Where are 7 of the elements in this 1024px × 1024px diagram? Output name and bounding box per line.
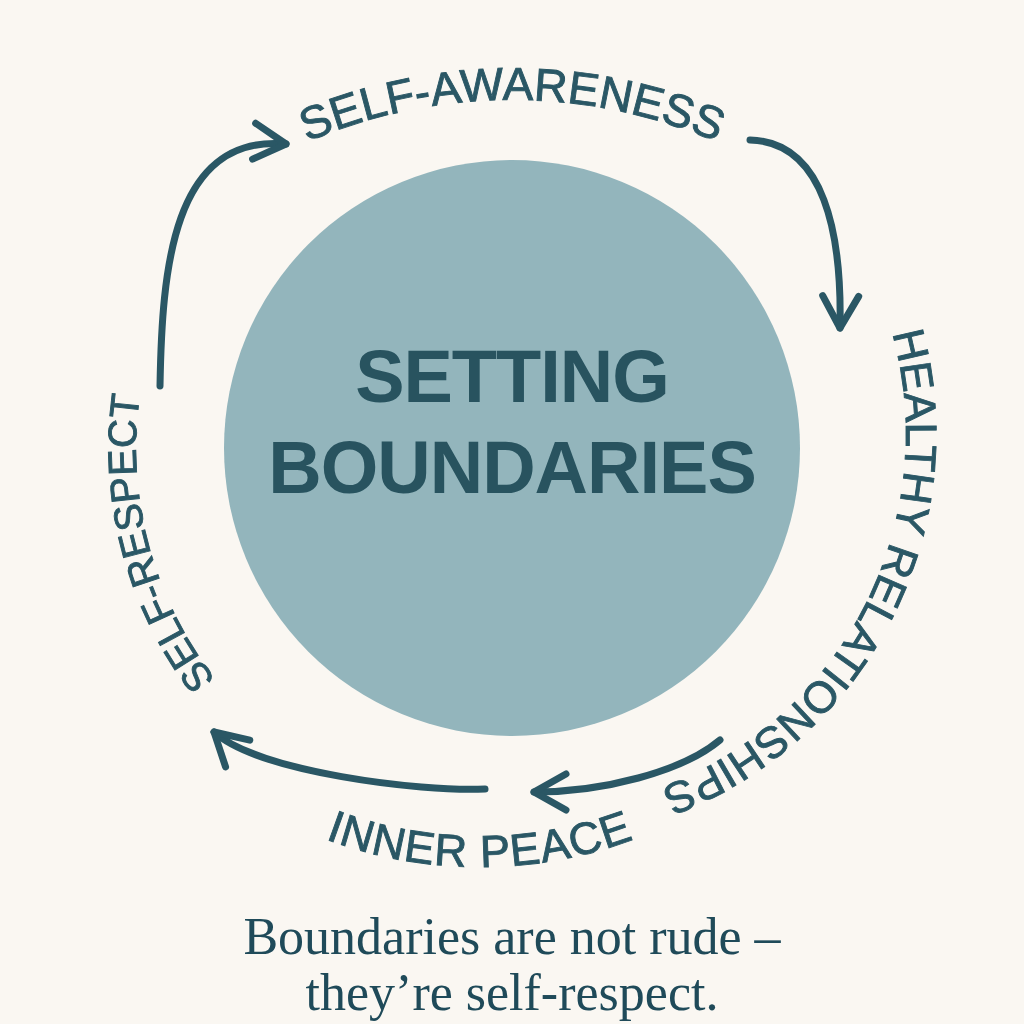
cycle-arrow bbox=[210, 728, 489, 793]
cycle-label: SELF-AWARENESS bbox=[291, 57, 733, 151]
center-title: SETTING BOUNDARIES bbox=[268, 334, 756, 511]
cycle-arrow bbox=[746, 136, 862, 332]
cycle-arrow bbox=[530, 736, 724, 813]
cycle-label: INNER PEACE bbox=[321, 800, 639, 878]
caption-text: Boundaries are not rude – they’re self-respect. bbox=[242, 909, 782, 1021]
